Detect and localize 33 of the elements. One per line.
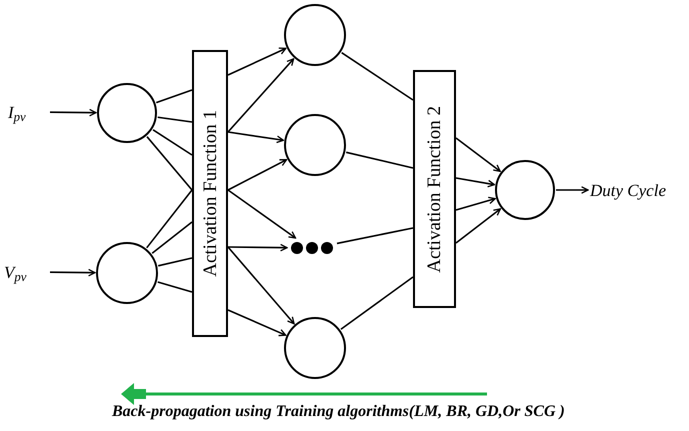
arrow — [228, 189, 296, 239]
connection-line — [146, 136, 193, 191]
box-label: Activation Function 2 — [425, 106, 444, 272]
activation-function-box — [192, 50, 228, 337]
connection-line — [158, 116, 192, 123]
arrow — [456, 177, 496, 188]
connection-line — [158, 257, 192, 267]
arrow — [228, 244, 288, 252]
connection-line — [156, 89, 192, 104]
connection-line — [340, 276, 414, 330]
arrow — [228, 309, 286, 336]
arrow — [228, 158, 288, 191]
connection-line — [336, 227, 414, 244]
connection-line — [158, 281, 192, 293]
arrow — [228, 48, 287, 76]
arrow — [227, 246, 295, 324]
activation-function-box — [413, 70, 456, 308]
arrow — [227, 58, 294, 133]
connection-line — [152, 129, 192, 156]
box-label: Activation Function 1 — [200, 110, 220, 277]
connection-line — [146, 190, 193, 248]
arrow — [50, 268, 96, 276]
arrow — [556, 186, 589, 194]
arrow — [456, 208, 502, 244]
connection-line — [341, 52, 414, 101]
caption-text: Back-propagation using Training algorithms(LM, BR, GD,Or SCG ) — [112, 402, 565, 422]
arrow — [50, 108, 97, 116]
arrow — [456, 137, 501, 172]
connection-line — [152, 221, 192, 254]
arrow — [228, 131, 284, 144]
signal-label: Duty Cycle — [590, 182, 666, 198]
connection-line — [346, 152, 414, 169]
arrow — [456, 196, 496, 211]
